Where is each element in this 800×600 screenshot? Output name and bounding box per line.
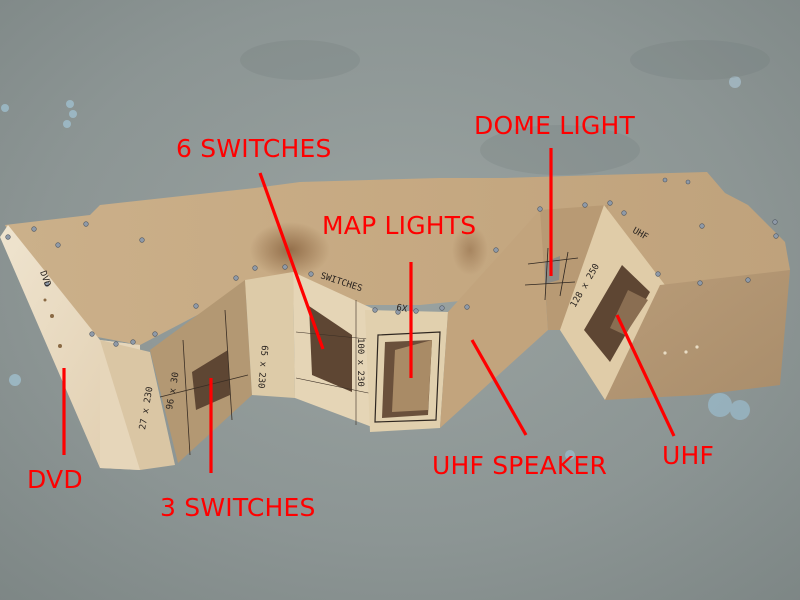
label-map-lights: MAP LIGHTS <box>322 211 477 240</box>
water-stain <box>250 222 330 278</box>
front-face-left <box>100 340 175 470</box>
svg-text:100 x 230: 100 x 230 <box>355 338 365 387</box>
label-dome-light: DOME LIGHT <box>474 111 635 140</box>
six-switches-cutout <box>309 306 352 392</box>
floor-speckles <box>1 40 770 460</box>
label-6-switches: 6 SWITCHES <box>176 134 332 163</box>
blank-panel <box>245 272 295 398</box>
svg-text:65 x 230: 65 x 230 <box>255 345 269 389</box>
label-dvd: DVD <box>27 465 83 494</box>
screw-heads <box>5 177 779 347</box>
svg-text:6X: 6X <box>395 303 408 315</box>
pointer-6-switches <box>258 172 325 350</box>
pointer-uhf <box>615 314 676 437</box>
label-3-switches: 3 SWITCHES <box>160 493 316 522</box>
annotation-pointers <box>62 148 676 473</box>
label-uhf-speaker: UHF SPEAKER <box>432 451 608 480</box>
uhf-box-body <box>605 270 790 400</box>
label-uhf: UHF <box>662 441 715 470</box>
pointer-uhf-speaker <box>470 339 528 436</box>
uhf-speaker-panel <box>440 210 548 428</box>
